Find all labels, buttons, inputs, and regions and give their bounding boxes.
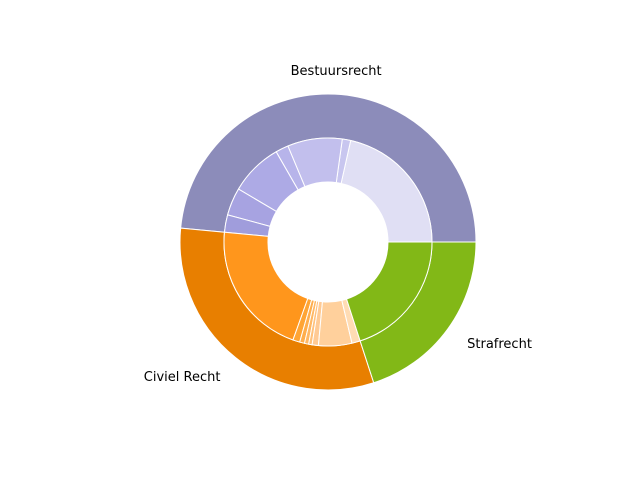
inner-ring: [223, 137, 433, 347]
label-bestuursrecht: Bestuursrecht: [291, 64, 382, 79]
label-strafrecht: Strafrecht: [467, 337, 532, 352]
inner-slice-strafrecht-1: [345, 241, 433, 342]
label-civiel-recht: Civiel Recht: [144, 370, 221, 385]
